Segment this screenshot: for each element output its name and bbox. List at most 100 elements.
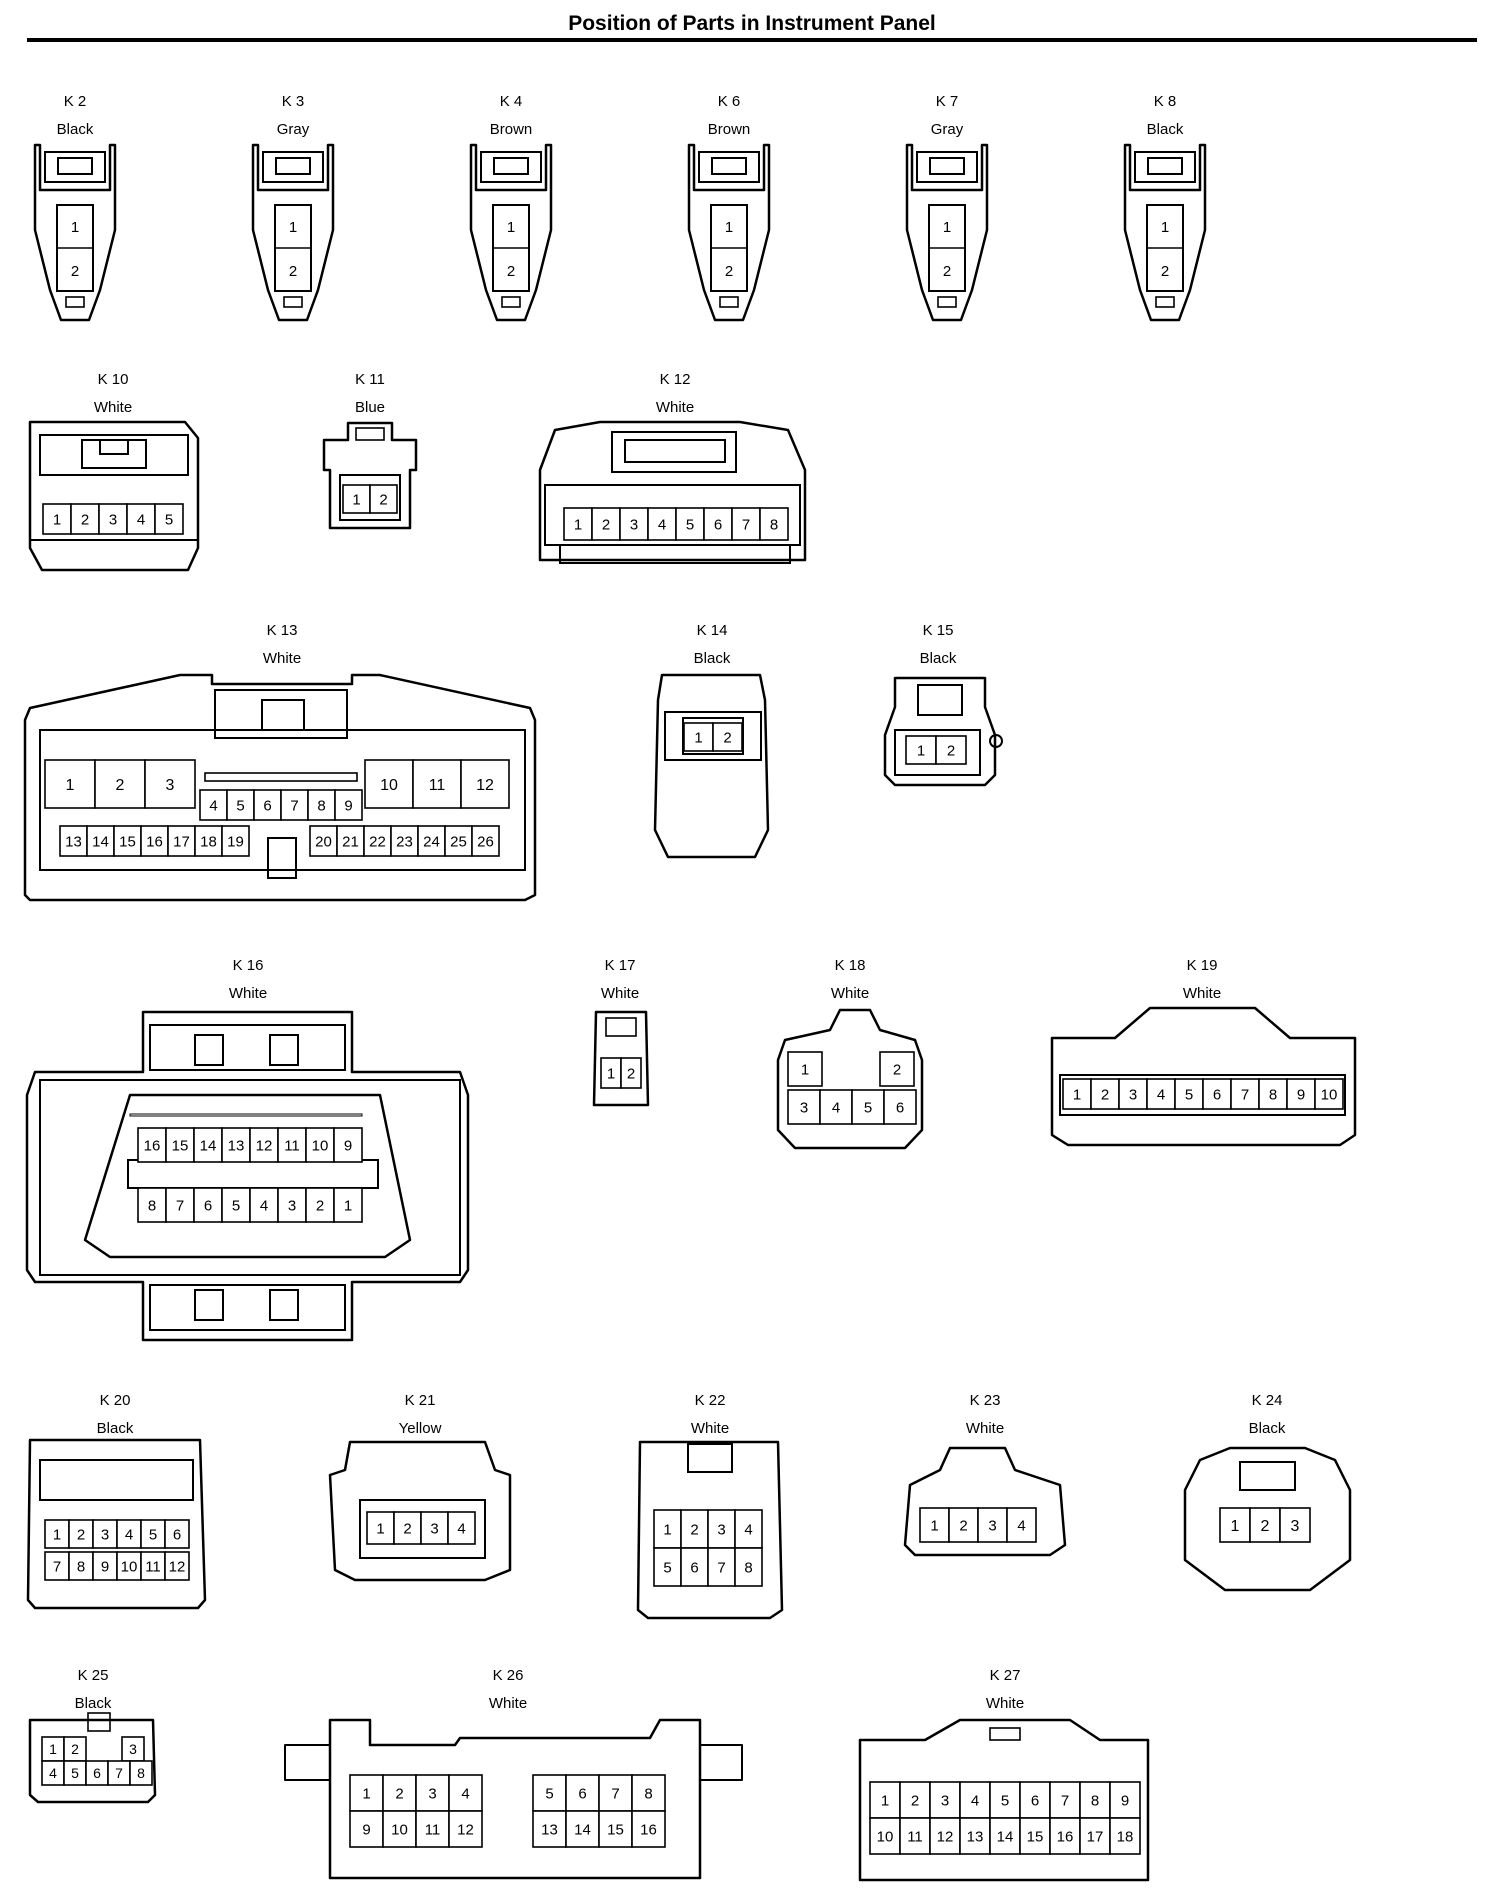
pin-number: 8	[644, 1785, 652, 1802]
pin-number: 1	[725, 219, 733, 236]
pin-cell	[707, 1509, 736, 1549]
pin-number: 2	[379, 491, 387, 508]
connector-color: White	[1183, 985, 1221, 1002]
pin-number: 10	[1321, 1086, 1338, 1103]
pin-cell	[116, 1551, 142, 1581]
pin-cell	[129, 1760, 153, 1786]
pin-number: 16	[144, 1137, 161, 1154]
pin-cell	[1079, 1781, 1111, 1819]
connector-id: K 7	[936, 93, 959, 110]
pin-cell	[905, 735, 937, 765]
pin-number: 11	[145, 1558, 161, 1575]
pin-cell	[1314, 1078, 1344, 1110]
pin-number: 4	[658, 516, 666, 533]
pin-number: 3	[428, 1785, 436, 1802]
pin-cell	[1146, 1078, 1176, 1110]
connector-id: K 21	[405, 1392, 436, 1409]
pin-number: 7	[115, 1765, 123, 1781]
pin-cell	[787, 1051, 823, 1087]
pin-number: 1	[1161, 219, 1169, 236]
pin-number: 8	[1091, 1792, 1099, 1809]
pin-number: 13	[65, 833, 82, 850]
connector-color: White	[489, 1695, 527, 1712]
pin-cell	[154, 503, 184, 535]
pin-cell	[471, 825, 500, 857]
pin-cell	[977, 1507, 1008, 1543]
connector-id: K 10	[98, 371, 129, 388]
pin-number: 14	[997, 1828, 1014, 1845]
pin-cell	[759, 507, 789, 541]
pin-number: 6	[204, 1197, 212, 1214]
pin-number: 12	[937, 1828, 954, 1845]
pin-number: 5	[71, 1765, 79, 1781]
pin-cell	[565, 1774, 600, 1812]
connector-id: K 11	[355, 371, 385, 388]
pin-number: 7	[1241, 1086, 1249, 1103]
pin-number: 13	[228, 1137, 245, 1154]
connector-color: White	[656, 399, 694, 416]
pin-cell	[349, 1810, 384, 1848]
pin-number: 8	[317, 797, 325, 814]
pin-number: 1	[376, 1520, 384, 1537]
pin-number: 2	[403, 1520, 411, 1537]
pin-number: 7	[717, 1559, 725, 1576]
pin-cell	[869, 1817, 901, 1855]
pin-number: 23	[396, 833, 413, 850]
pin-number: 3	[1291, 1518, 1300, 1535]
pin-number: 1	[663, 1521, 671, 1538]
pin-number: 6	[690, 1559, 698, 1576]
pin-number: 3	[430, 1520, 438, 1537]
pin-number: 7	[1061, 1792, 1069, 1809]
pin-number: 5	[545, 1785, 553, 1802]
pin-number: 7	[53, 1558, 61, 1575]
pin-number: 2	[627, 1065, 635, 1082]
pin-number: 5	[1185, 1086, 1193, 1103]
pin-cell	[221, 825, 250, 857]
pin-cell	[137, 1187, 167, 1223]
pin-number: 4	[1157, 1086, 1165, 1103]
connector-color: White	[263, 650, 301, 667]
connector-color: Black	[1249, 1420, 1286, 1437]
pin-number: 16	[146, 833, 163, 850]
pin-cell	[1019, 1817, 1051, 1855]
pin-cell	[98, 503, 128, 535]
pin-number: 8	[1269, 1086, 1277, 1103]
pin-cell	[591, 507, 621, 541]
pin-number: 1	[1231, 1518, 1240, 1535]
pin-cell	[193, 1127, 223, 1163]
pin-cell	[712, 722, 743, 752]
pin-number: 1	[289, 219, 297, 236]
pin-number: 9	[362, 1821, 370, 1838]
pin-number: 4	[125, 1526, 133, 1543]
pin-cell	[929, 1781, 961, 1819]
pin-number: 3	[1129, 1086, 1137, 1103]
pin-cell	[336, 825, 365, 857]
pin-cell	[1174, 1078, 1204, 1110]
pin-cell	[619, 507, 649, 541]
pin-number: 2	[690, 1521, 698, 1538]
pin-cell	[126, 503, 156, 535]
pin-number: 4	[49, 1765, 57, 1781]
pin-number: 4	[137, 511, 145, 528]
connector-color: White	[691, 1420, 729, 1437]
pin-cell	[44, 1551, 70, 1581]
pin-number: 17	[1087, 1828, 1104, 1845]
pin-number: 1	[930, 1517, 938, 1534]
pin-cell	[333, 1187, 363, 1223]
pin-number: 1	[66, 777, 75, 794]
connector-id: K 12	[660, 371, 691, 388]
pin-cell	[1062, 1078, 1092, 1110]
pin-number: 3	[101, 1526, 109, 1543]
pin-number: 3	[166, 777, 175, 794]
